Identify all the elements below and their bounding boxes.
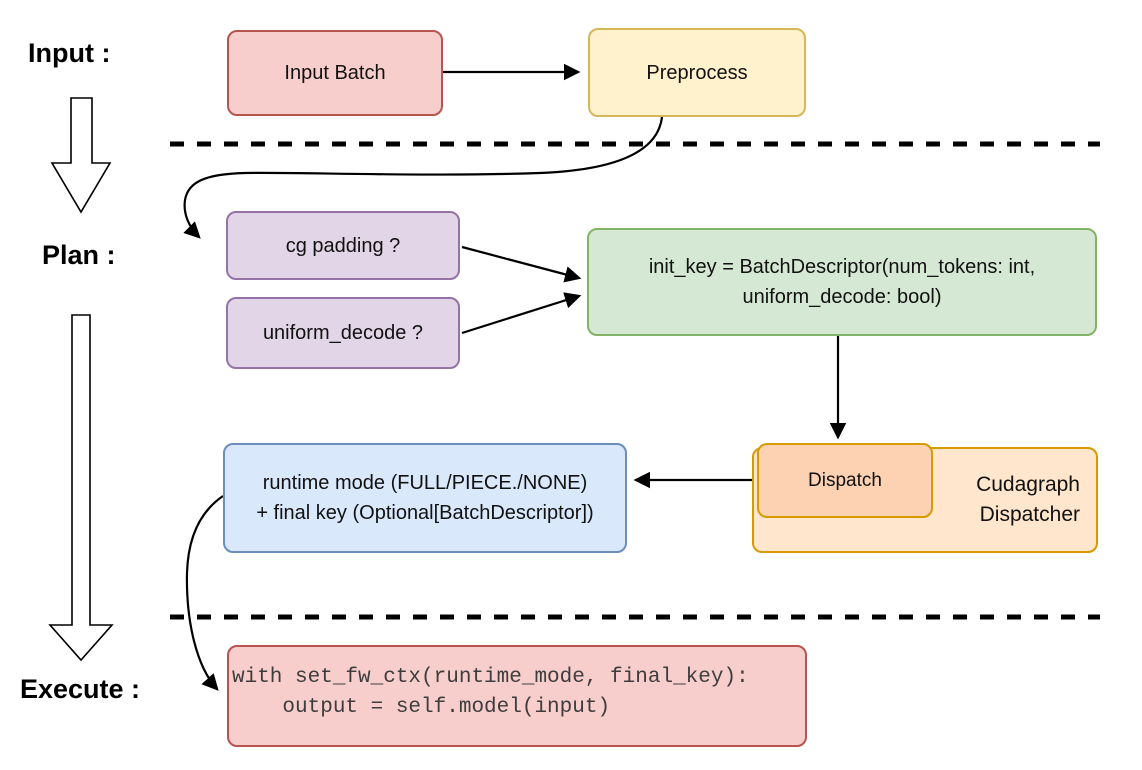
dispatcher-line1: Cudagraph [976, 473, 1080, 496]
node-preprocess: Preprocess [588, 28, 806, 117]
runtime-line1: runtime mode (FULL/PIECE./NONE) [262, 472, 588, 494]
execute-stage-label: Execute : [20, 674, 141, 704]
init-key-line1: init_key = BatchDescriptor(num_tokens: i… [648, 256, 1036, 278]
stage-arrow-input-to-plan [50, 97, 112, 214]
stage-arrow-plan-to-execute [48, 314, 114, 662]
arrow-preprocess-to-cgpadding [183, 116, 664, 239]
arrow-uniformdecode-to-initkey [461, 292, 582, 335]
input-stage-label: Input : [28, 38, 111, 68]
node-input-batch: Input Batch [227, 30, 443, 116]
runtime-line2: + final key (Optional[BatchDescriptor]) [256, 502, 594, 524]
plan-stage-label: Plan : [42, 240, 116, 270]
node-cg-padding: cg padding ? [226, 211, 460, 280]
arrow-cgpadding-to-initkey [461, 245, 582, 283]
execute-code-line1: with set_fw_ctx(runtime_mode, final_key)… [232, 666, 749, 689]
arrow-runtime-to-execute [185, 495, 224, 691]
node-dispatch: Dispatch [757, 443, 933, 518]
dispatcher-line2: Dispatcher [979, 503, 1080, 526]
init-key-line2: uniform_decode: bool) [742, 286, 942, 308]
execute-code-line2: output = self.model(input) [232, 696, 611, 719]
node-init-key: init_key = BatchDescriptor(num_tokens: i… [587, 228, 1097, 336]
node-uniform-decode: uniform_decode ? [226, 297, 460, 369]
node-runtime-output: runtime mode (FULL/PIECE./NONE) + final … [223, 443, 627, 553]
node-execute-code: with set_fw_ctx(runtime_mode, final_key)… [227, 645, 807, 747]
